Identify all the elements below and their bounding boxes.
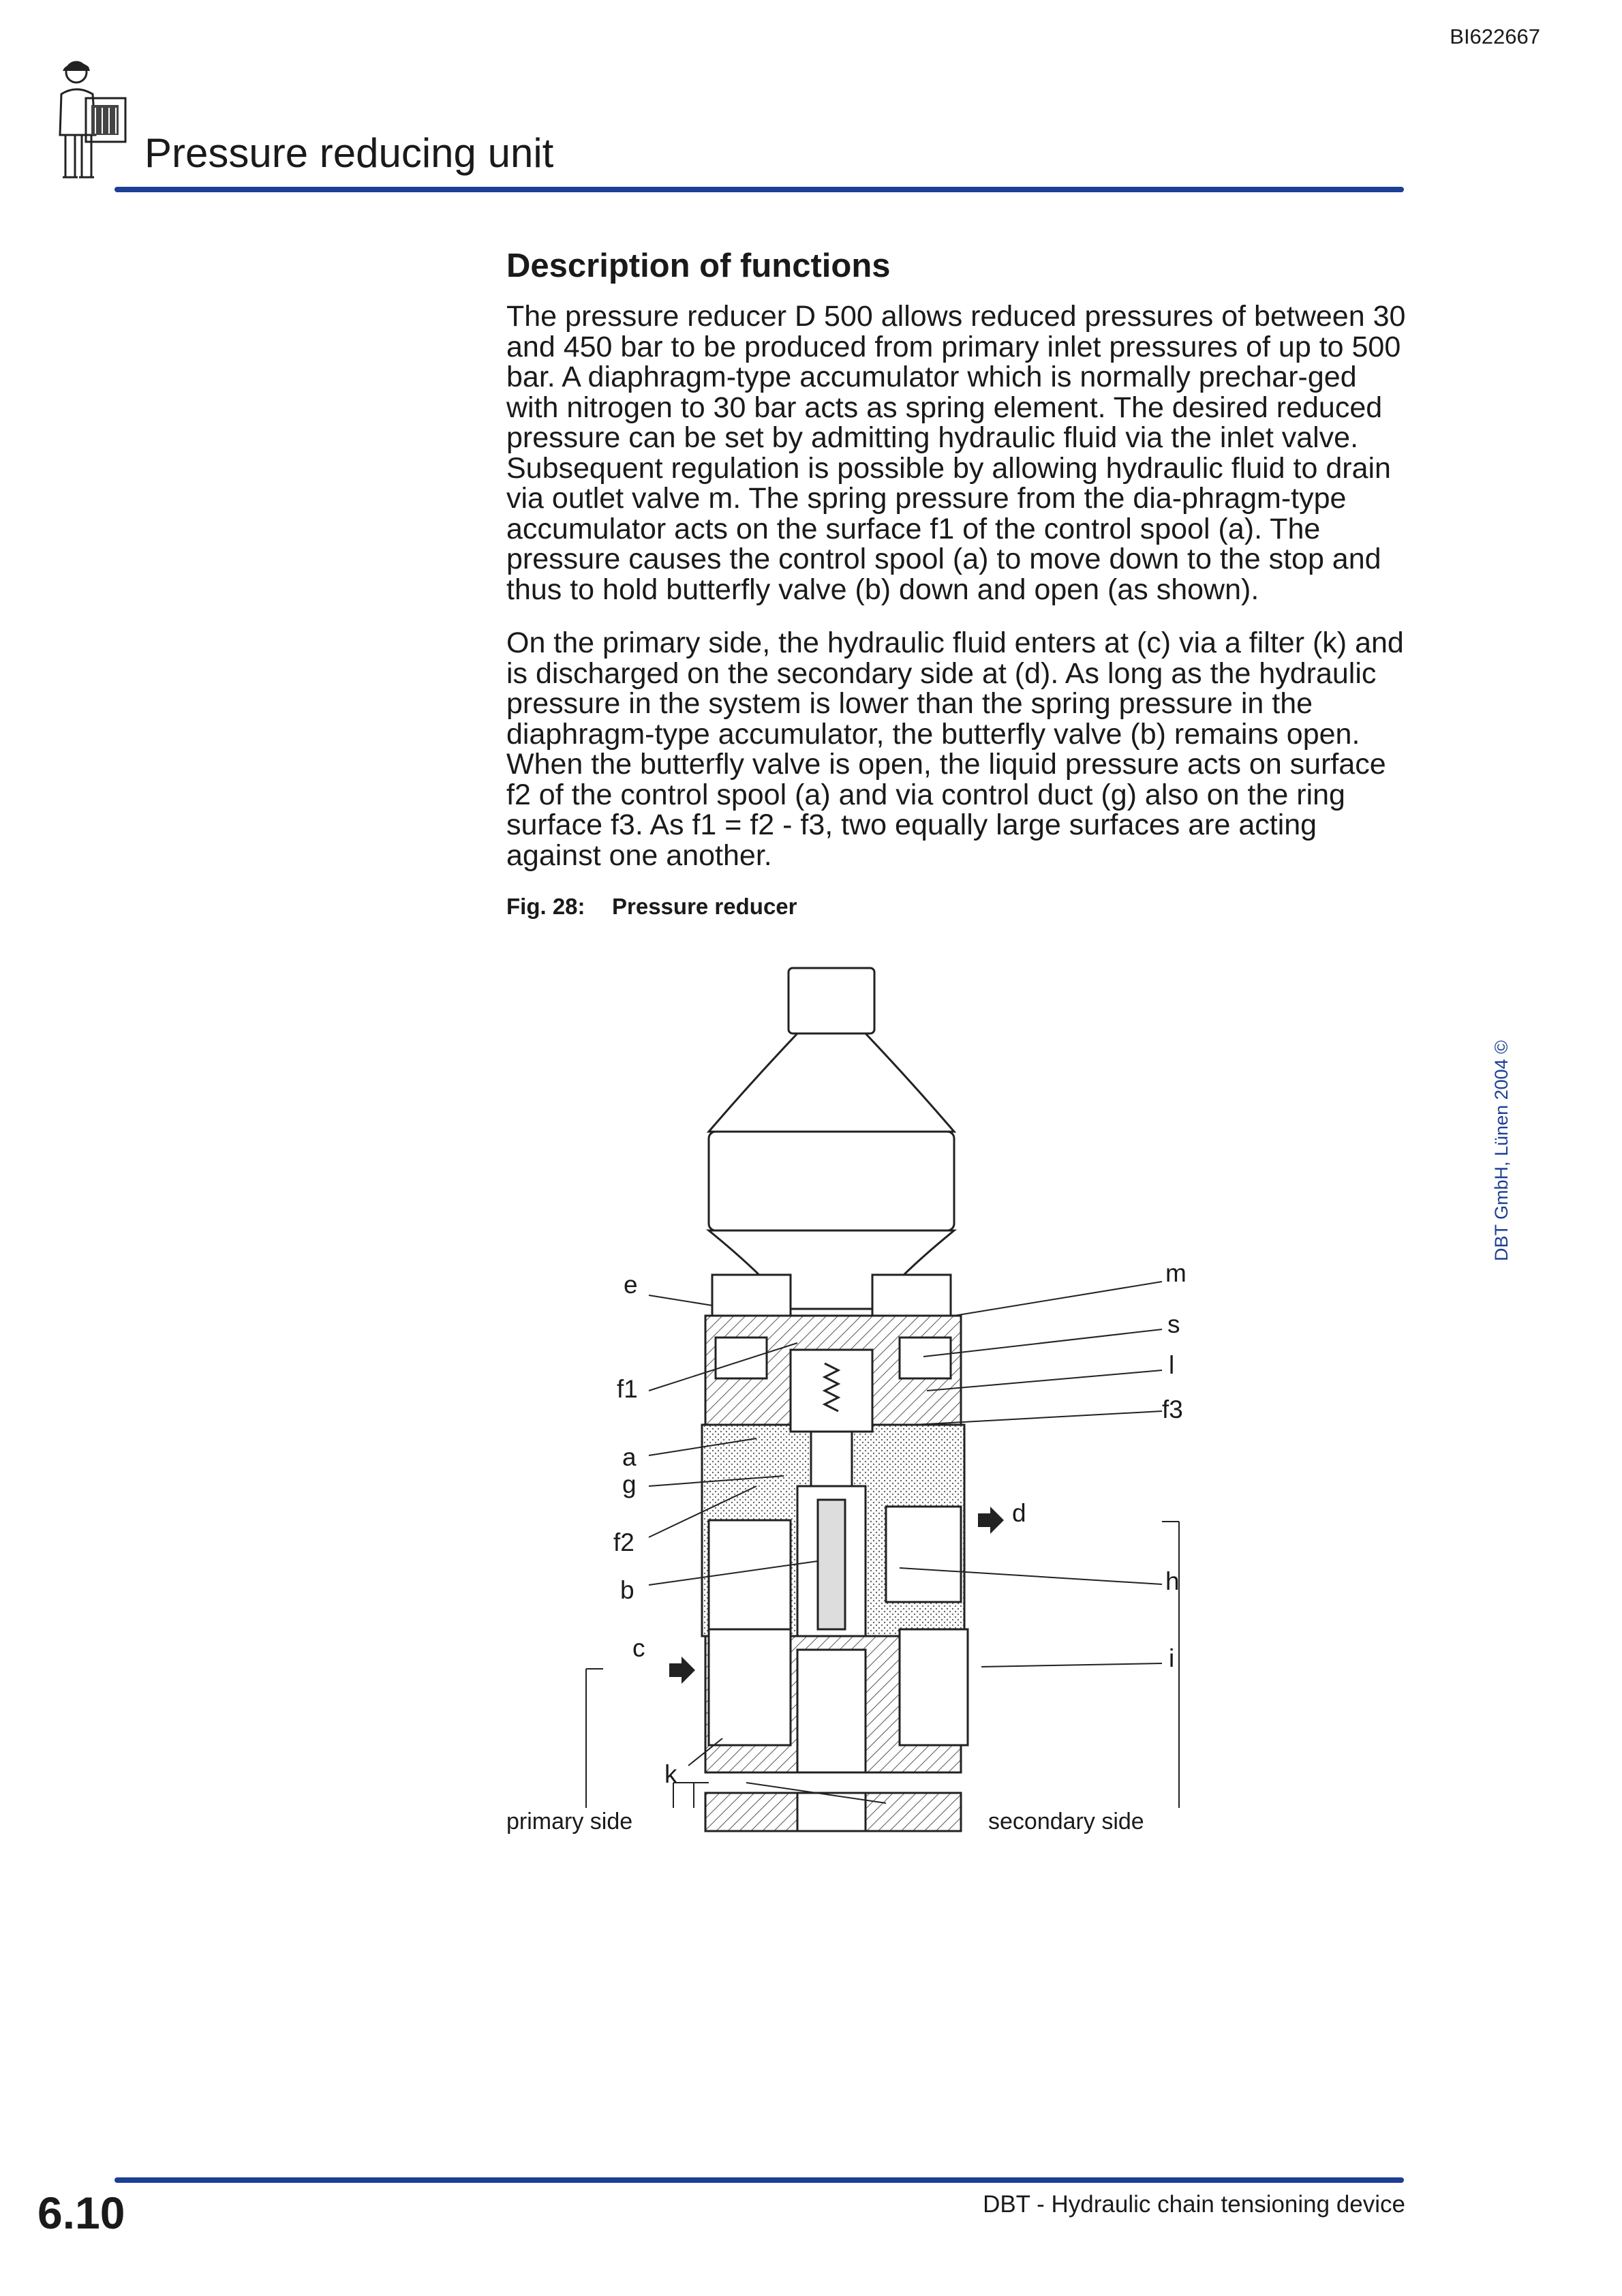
outlet-arrow-icon — [978, 1507, 1004, 1534]
inlet-arrow-icon — [669, 1657, 695, 1684]
label-f3: f3 — [1162, 1395, 1183, 1423]
page-number: 6.10 — [37, 2188, 125, 2238]
paragraph-1: The pressure reducer D 500 allows reduce… — [506, 300, 1406, 606]
section-heading: Description of functions — [506, 247, 891, 284]
paragraph-2: On the primary side, the hydraulic fluid… — [506, 626, 1404, 872]
footer-rule — [114, 2177, 1404, 2183]
secondary-side-label: secondary side — [988, 1809, 1144, 1834]
figure-number: Fig. 28: — [506, 894, 585, 920]
label-a: a — [622, 1443, 637, 1471]
label-l: l — [1169, 1351, 1174, 1379]
label-d: d — [1012, 1499, 1026, 1527]
footer-product: DBT - Hydraulic chain tensioning device — [983, 2191, 1405, 2218]
primary-side-label: primary side — [506, 1809, 632, 1834]
diaphragm-accumulator — [705, 967, 958, 1310]
leader-lines — [585, 1281, 1180, 1808]
technician-with-clipboard-icon — [59, 61, 127, 179]
label-i: i — [1169, 1644, 1174, 1672]
main-content: Description of functions The pressure re… — [506, 247, 1413, 920]
figure-title: Pressure reducer — [612, 894, 797, 920]
label-k: k — [664, 1760, 677, 1788]
page-title: Pressure reducing unit — [144, 130, 554, 176]
label-h: h — [1165, 1567, 1180, 1595]
pressure-reducer-diagram: e f1 a g f2 b c k m s l f3 d h i primary… — [506, 967, 1187, 1834]
label-e: e — [624, 1271, 638, 1299]
label-m: m — [1165, 1259, 1187, 1287]
label-s: s — [1167, 1310, 1180, 1338]
header-rule — [114, 187, 1404, 192]
document-id: BI622667 — [1450, 25, 1540, 48]
label-g: g — [622, 1470, 637, 1498]
figure-caption: Fig. 28: Pressure reducer — [506, 894, 1413, 920]
copyright-notice: DBT GmbH, Lünen 2004 © — [1491, 1040, 1512, 1261]
label-b: b — [620, 1576, 634, 1604]
ports — [707, 1628, 969, 1832]
label-f1: f1 — [617, 1375, 638, 1403]
label-f2: f2 — [613, 1528, 634, 1556]
label-c: c — [632, 1634, 645, 1662]
